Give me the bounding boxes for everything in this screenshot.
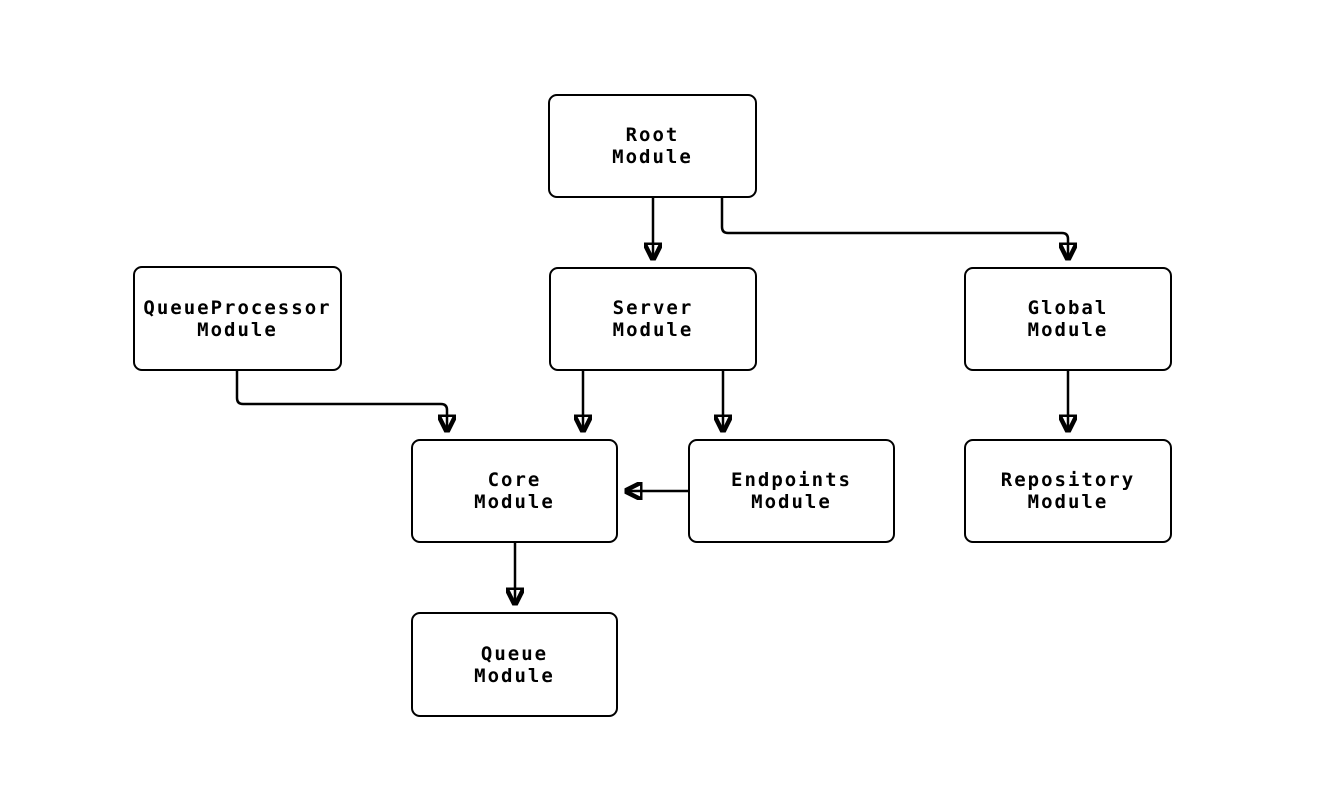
node-core-module: Core Module	[411, 439, 618, 543]
node-repository-module-label: Repository Module	[1000, 469, 1136, 513]
node-endpoints-module: Endpoints Module	[688, 439, 895, 543]
node-server-module: Server Module	[549, 267, 757, 371]
node-queueprocessor-module: QueueProcessor Module	[133, 266, 342, 371]
node-global-module-label: Global Module	[1027, 297, 1109, 341]
node-root-module-label: Root Module	[612, 124, 693, 168]
node-repository-module: Repository Module	[964, 439, 1172, 543]
node-root-module: Root Module	[548, 94, 757, 198]
node-queue-module-label: Queue Module	[474, 642, 555, 687]
edge-queueprocessor-to-core	[235, 371, 447, 430]
node-queue-module: Queue Module	[411, 612, 618, 717]
edge-root-to-global	[720, 198, 1068, 258]
node-endpoints-module-label: Endpoints Module	[731, 469, 852, 513]
node-queueprocessor-module-label: QueueProcessor Module	[143, 296, 332, 341]
node-server-module-label: Server Module	[612, 297, 694, 341]
node-core-module-label: Core Module	[474, 469, 555, 513]
node-global-module: Global Module	[964, 267, 1172, 371]
